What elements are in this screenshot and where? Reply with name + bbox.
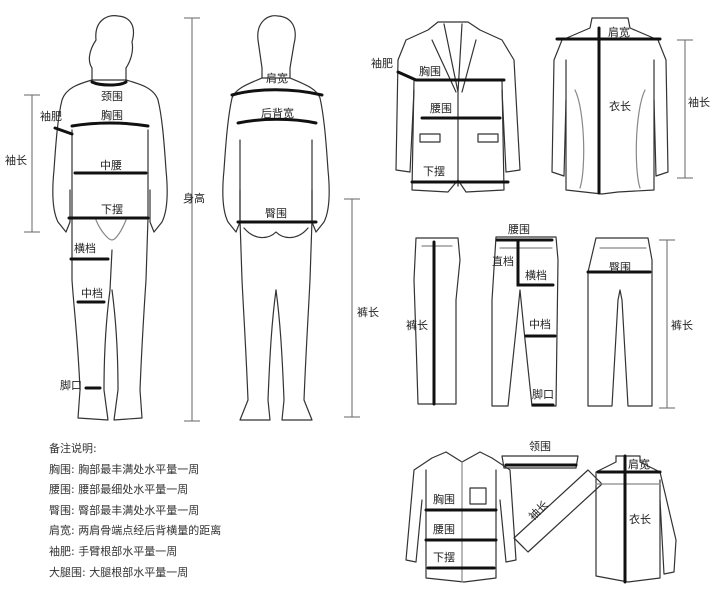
label-jacket-length: 衣长	[609, 100, 631, 113]
label-pants-hip: 臀围	[609, 261, 631, 274]
note-item: 胸围: 胸部最丰满处水平量一周	[49, 462, 200, 476]
label-pants-knee: 中档	[529, 318, 551, 331]
label-pants-back-length: 裤长	[671, 319, 693, 332]
label-pants-side-length: 裤长	[406, 319, 428, 332]
label-hip: 臀围	[265, 207, 287, 220]
label-shirt-hem: 下摆	[433, 551, 455, 564]
label-pants-hem: 脚口	[532, 388, 554, 401]
label-pants-length: 裤长	[357, 306, 379, 319]
label-hem: 下摆	[101, 203, 123, 216]
label-neck: 颈围	[101, 90, 123, 103]
jacket-front-figure	[395, 21, 521, 193]
note-item: 肩宽: 两肩骨端点经后背横量的距离	[49, 524, 222, 538]
note-item: 腰围: 腰部最细处水平量一周	[49, 483, 189, 497]
note-item: 大腿围: 大腿根部水平量一周	[49, 565, 189, 579]
pants-back-figure	[587, 237, 653, 407]
note-item: 袖肥: 手臂根部水平量一周	[49, 544, 178, 558]
label-shirt-waist: 腰围	[433, 523, 455, 536]
label-mid-thigh: 中档	[81, 287, 103, 300]
label-jacket-chest: 胸围	[419, 65, 441, 78]
back-body-figure	[222, 15, 330, 421]
label-back-width: 后背宽	[261, 107, 294, 120]
label-pants-waist: 腰围	[508, 223, 530, 236]
note-item: 臀围: 臀部最丰满处水平量一周	[49, 503, 200, 517]
label-bicep: 袖肥	[40, 110, 62, 123]
jacket-back-figure	[551, 17, 669, 195]
pants-side-figure	[413, 237, 461, 405]
label-shirt-length: 衣长	[629, 513, 651, 526]
front-body-figure	[52, 15, 168, 421]
pants-front-figure	[491, 236, 559, 407]
label-jacket-bicep: 袖肥	[371, 57, 393, 70]
label-collar: 领围	[529, 440, 551, 453]
label-height: 身高	[183, 192, 205, 205]
label-jacket-shoulder: 肩宽	[608, 26, 630, 39]
shirt-collar-figure	[501, 455, 579, 469]
label-jacket-hem: 下摆	[423, 165, 445, 178]
shirt-back-figure	[595, 455, 677, 583]
label-ankle: 脚口	[60, 379, 82, 392]
label-chest: 胸围	[101, 109, 123, 122]
notes-title: 备注说明:	[49, 442, 97, 455]
label-jacket-sleeve-length: 袖长	[688, 96, 710, 109]
label-shoulder: 肩宽	[266, 72, 288, 85]
notes-section: 备注说明: 胸围: 胸部最丰满处水平量一周 腰围: 腰部最细处水平量一周 臀围:…	[49, 439, 221, 583]
label-mid-waist: 中腰	[100, 159, 122, 172]
label-shirt-shoulder: 肩宽	[628, 458, 650, 471]
label-pants-rise: 直档	[492, 255, 514, 268]
label-pants-thigh: 横档	[525, 269, 547, 282]
shirt-front-figure	[405, 451, 517, 583]
label-thigh: 横档	[74, 242, 96, 255]
label-sleeve-length: 袖长	[5, 154, 27, 167]
label-shirt-chest: 胸围	[433, 493, 455, 506]
label-jacket-waist: 腰围	[430, 102, 452, 115]
